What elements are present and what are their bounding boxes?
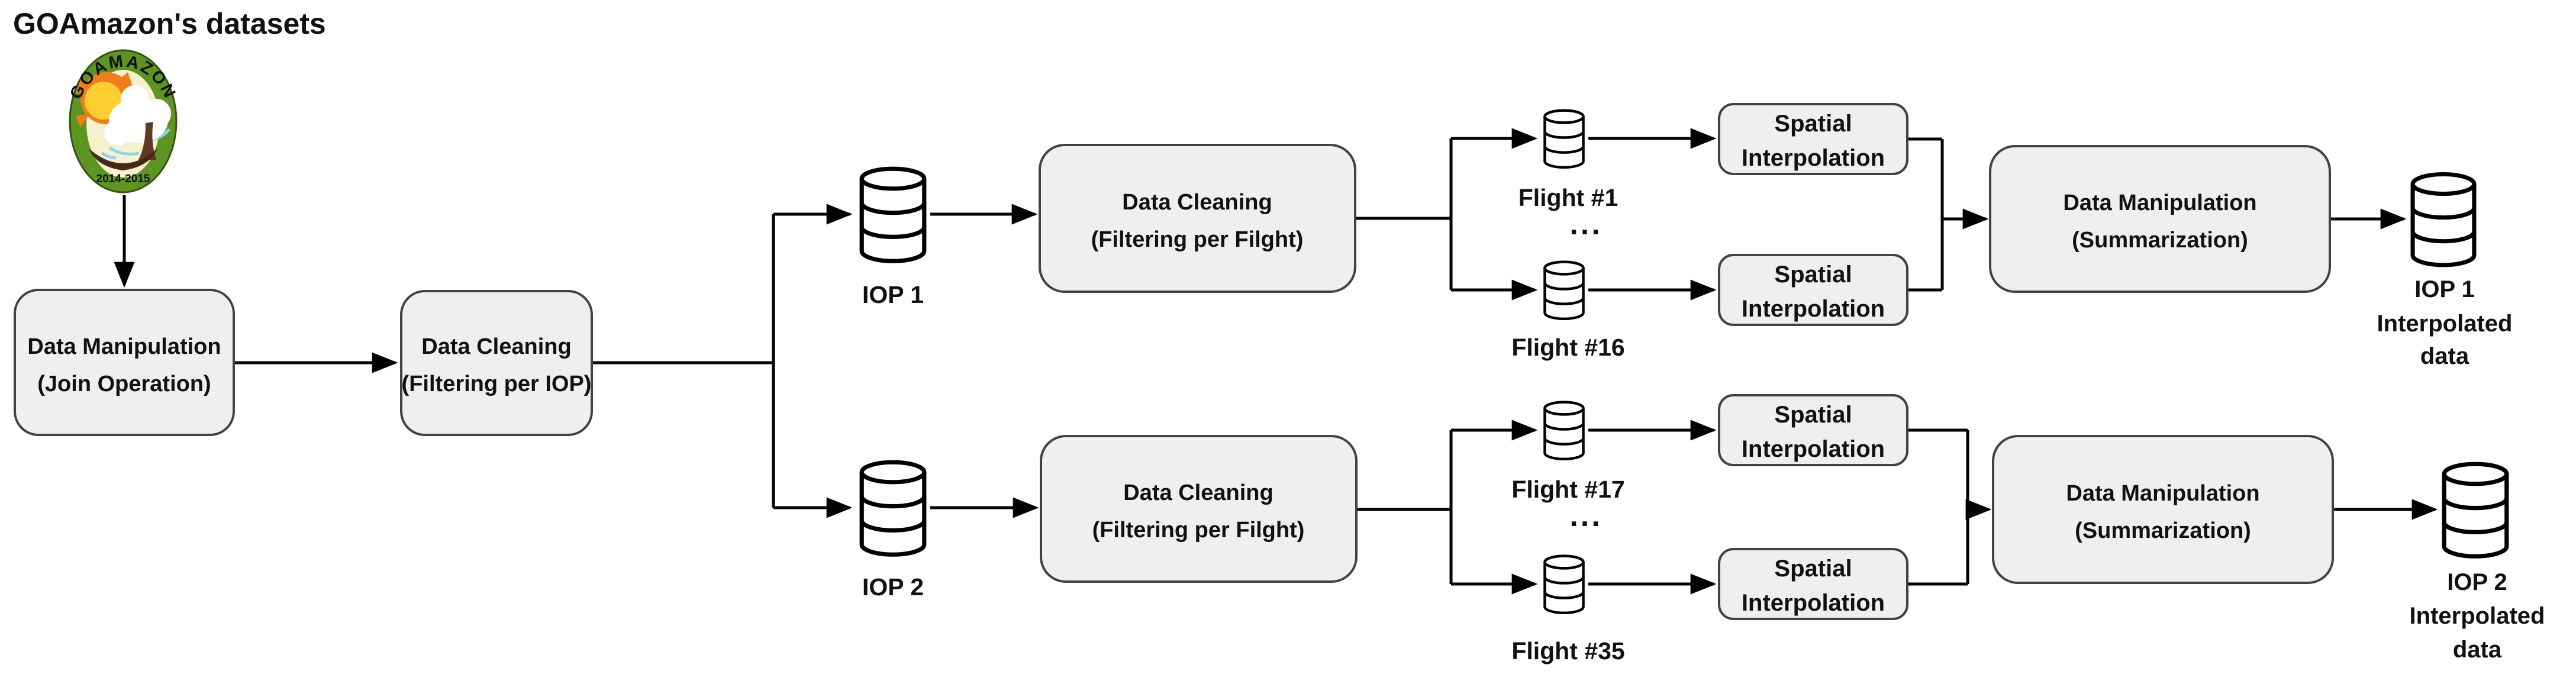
datastore-iop1: IOP 1 — [862, 169, 924, 308]
join-label-line2: (Join Operation) — [37, 372, 211, 396]
process-node-filter-flight-bottom: Data Cleaning (Filtering per Filght) — [1040, 435, 1358, 583]
spatial-bottom-2-box — [1718, 548, 1908, 620]
database-icon — [1545, 111, 1583, 167]
iop1-out-line1: IOP 1 — [2414, 276, 2475, 302]
spatial-top-1-line1: Spatial — [1774, 111, 1852, 137]
spatial-bottom-1-box — [1718, 394, 1908, 466]
datastore-flight16: Flight #16 — [1511, 262, 1625, 361]
filter-iop-label-line2: (Filtering per IOP) — [402, 372, 592, 396]
database-icon — [2444, 464, 2507, 556]
database-icon — [862, 169, 924, 261]
spatial-top-2-line2: Interpolation — [1742, 296, 1885, 322]
connectors — [114, 128, 2438, 595]
database-icon — [1545, 556, 1583, 613]
process-node-spatial-bottom-1: Spatial Interpolation — [1718, 394, 1908, 466]
join-label-line1: Data Manipulation — [27, 334, 221, 359]
ground — [89, 149, 157, 170]
summarize-top-line1: Data Manipulation — [2063, 191, 2256, 215]
process-node-summarize-top: Data Manipulation (Summarization) — [1989, 145, 2331, 293]
spatial-bottom-2-line1: Spatial — [1774, 556, 1852, 582]
cloud-tree-icon — [89, 85, 171, 170]
flight17-label: Flight #17 — [1511, 476, 1624, 503]
spatial-bottom-1-line1: Spatial — [1774, 402, 1852, 428]
filter-flight-bottom-box — [1040, 435, 1358, 583]
datastore-iop2: IOP 2 — [862, 462, 924, 601]
spatial-top-1-line2: Interpolation — [1742, 145, 1885, 171]
iop1-out-line3: data — [2420, 343, 2469, 369]
ellipsis-bottom: ... — [1569, 499, 1602, 533]
edge-spatial-merge-bottom — [1907, 428, 1969, 586]
filter-flight-top-line1: Data Cleaning — [1122, 190, 1272, 215]
filter-flight-top-line2: (Filtering per Filght) — [1091, 227, 1304, 252]
spatial-bottom-1-line2: Interpolation — [1742, 436, 1885, 462]
database-icon — [2413, 174, 2474, 264]
datastore-iop1-interpolated: IOP 1 Interpolated data — [2377, 174, 2513, 369]
iop2-out-line1: IOP 2 — [2447, 569, 2507, 595]
edge-spatial-merge-top — [1907, 137, 1944, 292]
summarize-bottom-box — [1992, 435, 2334, 584]
datastore-flight17: Flight #17 — [1511, 402, 1625, 503]
iop2-label: IOP 2 — [862, 573, 924, 601]
datastore-iop2-interpolated: IOP 2 Interpolated data — [2410, 464, 2545, 663]
flight1-label: Flight #1 — [1518, 184, 1619, 211]
database-icon — [1545, 262, 1583, 319]
summarize-bottom-line2: (Summarization) — [2075, 518, 2251, 543]
process-node-spatial-bottom-2: Spatial Interpolation — [1718, 548, 1908, 620]
iop1-out-line2: Interpolated — [2377, 311, 2513, 337]
spatial-top-2-line1: Spatial — [1774, 262, 1852, 288]
iop2-out-line3: data — [2453, 637, 2502, 663]
filter-iop-box — [400, 290, 593, 436]
process-node-filter-flight-top: Data Cleaning (Filtering per Filght) — [1039, 144, 1356, 293]
summarize-top-box — [1989, 145, 2331, 293]
filter-flight-top-box — [1039, 144, 1356, 293]
spatial-bottom-2-line2: Interpolation — [1742, 590, 1885, 616]
page-title: GOAmazon's datasets — [13, 7, 326, 40]
process-node-spatial-top-1: Spatial Interpolation — [1718, 103, 1908, 175]
datastore-flight1: Flight #1 — [1518, 111, 1619, 211]
spatial-top-1-box — [1718, 103, 1908, 175]
tree-trunk — [138, 122, 156, 160]
filter-flight-bottom-line1: Data Cleaning — [1123, 480, 1273, 505]
flight16-label: Flight #16 — [1511, 334, 1624, 361]
filter-flight-bottom-line2: (Filtering per Filght) — [1092, 518, 1305, 543]
logo-years: 2014-2015 — [96, 173, 150, 185]
datastore-flight35: Flight #35 — [1511, 556, 1625, 664]
filter-iop-label-line1: Data Cleaning — [421, 334, 571, 359]
database-icon — [862, 462, 924, 554]
join-box — [14, 289, 235, 436]
iop2-out-line2: Interpolated — [2410, 603, 2545, 629]
process-node-filter-iop: Data Cleaning (Filtering per IOP) — [400, 290, 593, 436]
iop1-label: IOP 1 — [862, 281, 924, 308]
goamazon-logo: GOAMAZON 2014-2015 — [66, 49, 178, 193]
ellipsis-top: ... — [1569, 207, 1602, 241]
spatial-top-2-box — [1718, 254, 1908, 326]
process-node-summarize-bottom: Data Manipulation (Summarization) — [1992, 435, 2334, 584]
process-node-join: Data Manipulation (Join Operation) — [14, 289, 235, 436]
process-node-spatial-top-2: Spatial Interpolation — [1718, 254, 1908, 326]
flight35-label: Flight #35 — [1511, 637, 1624, 664]
summarize-bottom-line1: Data Manipulation — [2066, 481, 2259, 506]
database-icon — [1545, 402, 1583, 459]
summarize-top-line2: (Summarization) — [2072, 228, 2248, 253]
